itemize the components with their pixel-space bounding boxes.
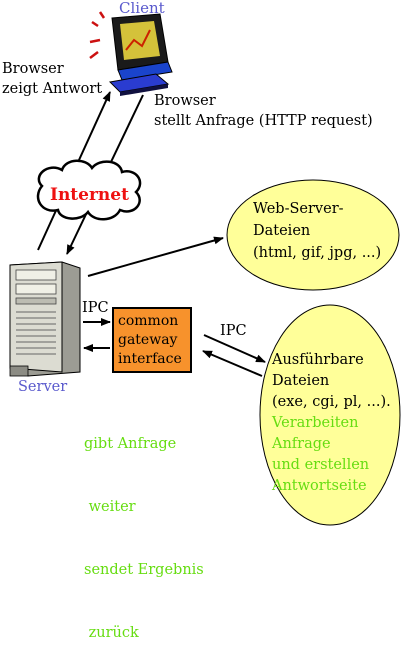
exec-actions-line-2: Anfrage: [272, 436, 331, 452]
executables-ellipse: [259, 304, 401, 526]
cgi-box: common gateway interface: [112, 307, 192, 373]
webserver-files-line-1: Web-Server-: [253, 201, 344, 217]
client-label: Client: [119, 0, 165, 17]
cgi-actions-line-1: gibt Anfrage: [84, 436, 177, 452]
exec-actions-line-1: Verarbeiten: [272, 415, 359, 431]
browser-shows-line-1: Browser: [2, 61, 64, 77]
arrow-executables-to-cgi: [202, 350, 263, 377]
webserver-files-line-3: (html, gif, jpg, ...): [253, 245, 382, 261]
cgi-line-3: interface: [118, 351, 182, 367]
webserver-files-line-2: Dateien: [253, 223, 311, 239]
diagram-canvas: [9, 11, 401, 526]
browser-shows-line-2: zeigt Antwort: [2, 81, 103, 97]
server-label: Server: [18, 379, 68, 395]
cgi-line-2: gateway: [118, 332, 178, 348]
ipc-left-label: IPC: [82, 300, 109, 316]
browser-requests-label: Browser stellt Anfrage (HTTP request): [154, 91, 373, 131]
arrow-server-to-files: [87, 236, 224, 277]
exec-actions-line-4: Antwortseite: [272, 478, 367, 494]
executables-line-1: Ausführbare: [272, 352, 364, 368]
browser-requests-line-1: Browser: [154, 93, 216, 109]
cgi-actions-line-3: sendet Ergebnis: [84, 562, 204, 578]
cgi-actions-line-2: weiter: [84, 499, 136, 515]
executables-label: Ausführbare Dateien (exe, cgi, pl, ...).: [272, 350, 391, 413]
executables-line-3: (exe, cgi, pl, ...).: [272, 394, 391, 410]
cloud-icon: [36, 159, 142, 221]
exec-actions-line-3: und erstellen: [272, 457, 370, 473]
arrow-cgi-to-executables: [203, 334, 266, 363]
cgi-actions-label: gibt Anfrage weiter sendet Ergebnis zurü…: [84, 392, 204, 665]
browser-shows-label: Browser zeigt Antwort: [2, 59, 102, 99]
cgi-line-1: common: [118, 313, 179, 329]
ipc-right-label: IPC: [220, 323, 247, 339]
cgi-actions-line-4: zurück: [84, 625, 139, 641]
webserver-files-ellipse: [226, 179, 400, 291]
webserver-files-label: Web-Server- Dateien (html, gif, jpg, ...…: [253, 198, 381, 264]
computer-monitor-icon: [89, 11, 173, 96]
internet-label: Internet: [50, 185, 129, 205]
browser-requests-line-2: stellt Anfrage (HTTP request): [154, 113, 373, 129]
exec-actions-label: Verarbeiten Anfrage und erstellen Antwor…: [272, 413, 369, 497]
executables-line-2: Dateien: [272, 373, 330, 389]
server-tower-icon: [9, 261, 81, 377]
